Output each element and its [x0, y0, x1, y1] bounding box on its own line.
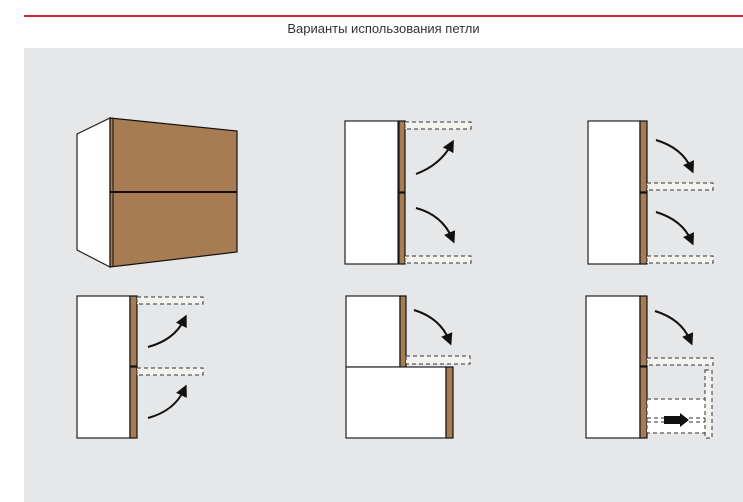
carcass [587, 120, 641, 265]
upper-door [639, 120, 648, 193]
variant-both-up [76, 295, 204, 439]
arrow-up-icon [147, 384, 187, 419]
upper-door [639, 295, 648, 367]
lower-door [445, 366, 454, 439]
open-position-upper [405, 355, 471, 365]
page-title: Варианты использования петли [287, 21, 480, 36]
header-divider [24, 15, 743, 17]
cabinet-side [76, 117, 111, 268]
open-position-upper [646, 357, 714, 366]
open-position-lower [136, 367, 204, 376]
arrow-up-icon [415, 139, 454, 175]
variant-top-up-bottom-down [344, 120, 472, 265]
arrow-down-icon [415, 207, 456, 244]
upper-carcass [345, 295, 401, 368]
lower-door [639, 192, 648, 265]
open-position-lower [646, 255, 714, 264]
variant-door-and-drawer [585, 295, 714, 439]
carcass [76, 295, 131, 439]
arrow-down-icon [654, 310, 694, 346]
carcass [344, 120, 399, 265]
upper-door [129, 295, 138, 367]
open-position-upper [136, 296, 204, 305]
open-position-lower [404, 255, 472, 264]
lower-door [129, 366, 138, 439]
lower-door [639, 366, 648, 439]
upper-door [399, 295, 407, 368]
arrow-up-icon [147, 314, 187, 348]
variant-over-deep-base [345, 295, 471, 439]
arrow-down-icon [655, 211, 695, 246]
arrow-down-icon [655, 139, 695, 174]
carcass [585, 295, 641, 439]
arrow-down-icon [413, 309, 453, 346]
arrow-right-icon [664, 413, 689, 427]
open-position-upper [646, 182, 714, 191]
lower-door [398, 192, 406, 265]
open-position-upper [404, 121, 472, 130]
variant-both-down [587, 120, 714, 265]
lower-carcass [345, 366, 447, 439]
drawer-front-open [704, 369, 713, 439]
upper-door [398, 120, 406, 193]
cabinet-3d-view [76, 117, 238, 268]
